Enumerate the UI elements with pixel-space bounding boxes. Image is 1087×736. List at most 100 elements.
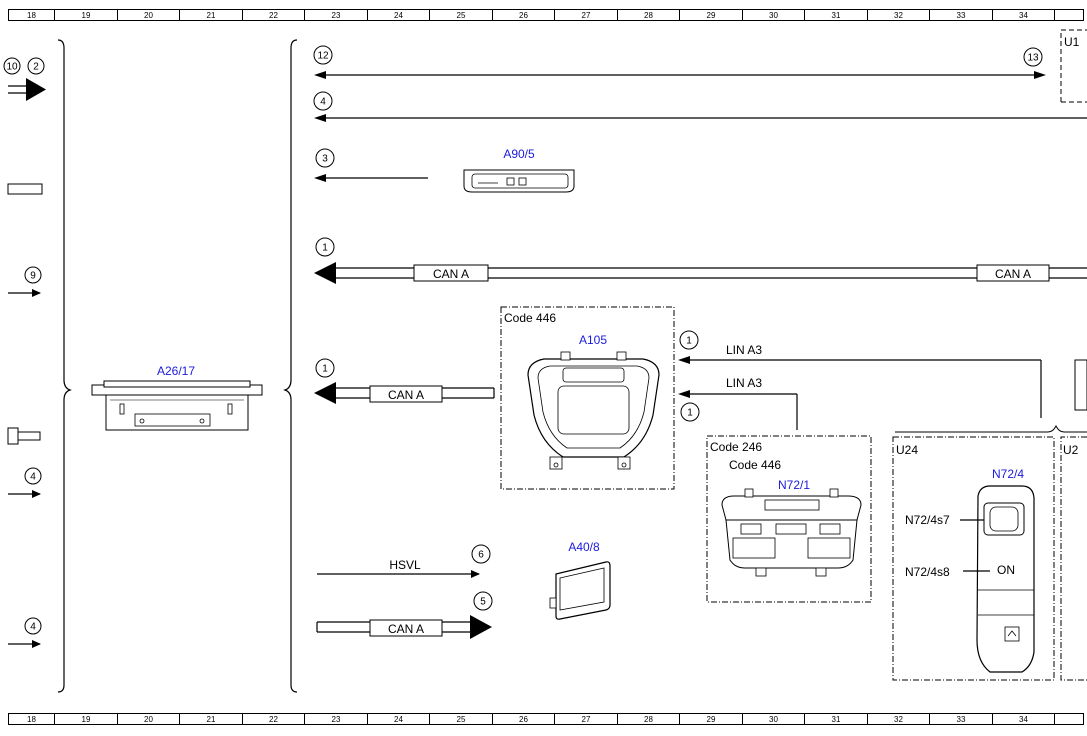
svg-text:4: 4	[30, 622, 36, 633]
svg-text:CAN A: CAN A	[995, 267, 1031, 281]
connector-4b: 4	[8, 617, 42, 648]
ruler-column-29: 29	[679, 713, 742, 725]
component-label-n72-4: N72/4	[992, 467, 1024, 481]
ruler-column-27: 27	[554, 9, 617, 21]
ruler-column-28: 28	[617, 9, 679, 21]
ruler-column-25: 25	[429, 9, 492, 21]
code-446-box: Code 446	[500, 306, 675, 490]
svg-text:13: 13	[1027, 53, 1039, 64]
svg-text:1: 1	[686, 336, 692, 347]
hsvl-wire: HSVL 6	[317, 544, 491, 578]
connector-10-2: 10 2	[3, 57, 46, 101]
ruler-column-33: 33	[929, 9, 992, 21]
component-label-n72-1: N72/1	[778, 478, 810, 492]
ruler-column-33: 33	[929, 713, 992, 725]
connector-4a: 4	[8, 467, 42, 498]
wire-4: 4	[313, 91, 1087, 122]
ruler-column-23: 23	[304, 713, 367, 725]
svg-text:CAN A: CAN A	[433, 267, 469, 281]
left-edge-connector-pin	[17, 431, 41, 441]
ruler-column-31: 31	[804, 713, 867, 725]
u24-box: U24	[892, 436, 1055, 681]
ruler-column-26: 26	[492, 9, 554, 21]
ruler-column-18: 18	[8, 713, 54, 725]
ruler-column-30: 30	[742, 9, 804, 21]
ruler-column-end	[1054, 713, 1084, 725]
module-a26-17-icon	[91, 380, 263, 431]
right-edge-component	[1074, 359, 1087, 411]
svg-text:Code 446: Code 446	[504, 311, 556, 325]
lin-a3-upper: 1 LIN A3	[678, 330, 1042, 418]
u1-dashed-box: U1	[1060, 29, 1087, 103]
u-bracket-top	[895, 424, 1087, 433]
left-edge-connector	[7, 427, 19, 445]
ruler-column-34: 34	[992, 9, 1054, 21]
component-label-a90-5: A90/5	[503, 147, 535, 161]
ruler-column-20: 20	[117, 713, 179, 725]
ruler-column-18: 18	[8, 9, 54, 21]
svg-text:Code 246: Code 246	[710, 440, 762, 454]
ruler-column-21: 21	[179, 9, 242, 21]
ruler-column-23: 23	[304, 9, 367, 21]
ruler-column-21: 21	[179, 713, 242, 725]
svg-text:4: 4	[30, 472, 36, 483]
ruler-column-28: 28	[617, 713, 679, 725]
svg-text:ON: ON	[997, 563, 1015, 577]
switch-label-n72-4s7: N72/4s7	[905, 513, 950, 527]
module-a40-8-icon	[549, 561, 611, 620]
svg-text:1: 1	[687, 408, 693, 419]
svg-text:1: 1	[322, 243, 328, 254]
ruler-column-32: 32	[867, 9, 929, 21]
can-a-bus-top: 1 CAN A CAN A	[314, 237, 1087, 284]
svg-text:Code 446: Code 446	[729, 458, 781, 472]
ruler-column-29: 29	[679, 9, 742, 21]
group-bracket-left	[57, 39, 72, 693]
svg-text:CAN A: CAN A	[388, 388, 424, 402]
module-a105-icon	[527, 351, 660, 470]
ruler-column-19: 19	[54, 9, 117, 21]
module-n72-4-icon: ON	[976, 485, 1035, 673]
svg-text:1: 1	[322, 364, 328, 375]
connector-9: 9	[8, 266, 42, 297]
ruler-column-22: 22	[242, 713, 304, 725]
ruler-column-30: 30	[742, 713, 804, 725]
ruler-column-22: 22	[242, 9, 304, 21]
svg-text:4: 4	[320, 97, 326, 108]
ruler-column-34: 34	[992, 713, 1054, 725]
svg-text:U2: U2	[1063, 443, 1079, 457]
ruler-column-20: 20	[117, 9, 179, 21]
wire-12-13: 12 13	[313, 45, 1046, 79]
can-a-bus-bottom: CAN A 5	[316, 591, 493, 639]
svg-text:HSVL: HSVL	[389, 558, 421, 572]
ruler-column-25: 25	[429, 713, 492, 725]
ruler-column-19: 19	[54, 713, 117, 725]
svg-text:6: 6	[478, 550, 484, 561]
component-label-a26-17: A26/17	[157, 364, 195, 378]
component-label-a105: A105	[579, 333, 607, 347]
switch-label-n72-4s8: N72/4s8	[905, 565, 950, 579]
can-a-bus-mid: 1 CAN A	[314, 358, 495, 404]
u2-box-partial: U2	[1060, 436, 1087, 681]
left-edge-component	[7, 183, 43, 195]
svg-text:U24: U24	[896, 443, 918, 457]
component-label-a40-8: A40/8	[568, 540, 600, 554]
module-a90-5-icon	[463, 169, 575, 193]
lin-a3-lower: LIN A3 1	[678, 376, 798, 430]
code-246-box: Code 246 Code 446	[706, 435, 872, 603]
group-bracket-right	[283, 39, 298, 693]
svg-text:3: 3	[322, 154, 328, 165]
svg-text:CAN A: CAN A	[388, 622, 424, 636]
svg-text:9: 9	[30, 271, 36, 282]
svg-text:LIN A3: LIN A3	[726, 343, 762, 357]
ruler-column-26: 26	[492, 713, 554, 725]
svg-text:12: 12	[317, 51, 329, 62]
svg-text:5: 5	[480, 597, 486, 608]
svg-text:U1: U1	[1064, 35, 1080, 49]
svg-text:10: 10	[6, 62, 18, 73]
ruler-column-32: 32	[867, 713, 929, 725]
wire-3: 3	[314, 148, 428, 182]
ruler-column-31: 31	[804, 9, 867, 21]
